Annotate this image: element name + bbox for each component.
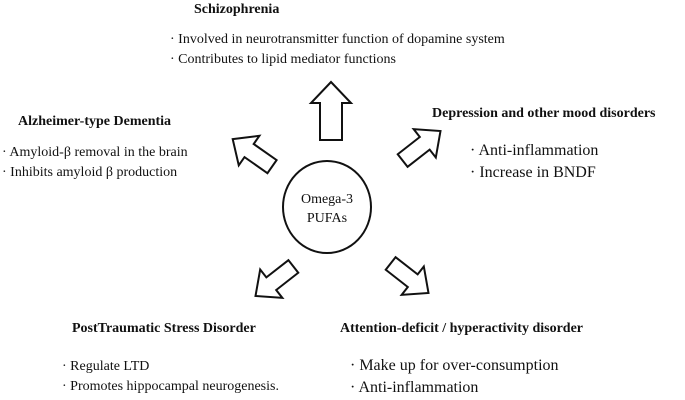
arrow-lower-left — [254, 258, 300, 300]
adhd-item: Make up for over-consumption — [350, 355, 558, 377]
ptsd-item: Regulate LTD — [62, 357, 279, 377]
adhd-item: Anti-inflammation — [350, 377, 559, 399]
adhd-items: Make up for over-consumption Anti-inflam… — [350, 355, 559, 399]
schizophrenia-item: Contributes to lipid mediator functions — [170, 50, 505, 70]
arrow-upper-left — [231, 134, 279, 175]
center-label-line1: Omega-3 — [300, 192, 354, 207]
depression-item: Anti-inflammation — [470, 140, 598, 162]
arrow-lower-right — [384, 255, 430, 297]
alzheimer-title: Alzheimer-type Dementia — [18, 114, 172, 129]
center-ellipse — [282, 160, 372, 254]
depression-title: Depression and other mood disorders — [432, 106, 656, 121]
schizophrenia-title: Schizophrenia — [194, 2, 280, 17]
schizophrenia-item: Involved in neurotransmitter function of… — [170, 30, 505, 50]
depression-item: Increase in BNDF — [470, 162, 598, 184]
ptsd-items: Regulate LTD Promotes hippocampal neurog… — [62, 357, 279, 397]
center-label-line2: PUFAs — [306, 211, 348, 226]
depression-items: Anti-inflammation Increase in BNDF — [470, 140, 598, 184]
ptsd-title: PostTraumatic Stress Disorder — [72, 321, 256, 336]
arrow-up — [308, 80, 354, 141]
alzheimer-item: Inhibits amyloid β production — [2, 163, 188, 183]
alzheimer-item: Amyloid-β removal in the brain — [2, 143, 187, 163]
schizophrenia-items: Involved in neurotransmitter function of… — [170, 30, 505, 70]
center-label: Omega-3 PUFAs — [282, 190, 372, 228]
ptsd-item: Promotes hippocampal neurogenesis. — [62, 377, 279, 397]
alzheimer-items: Amyloid-β removal in the brain Inhibits … — [2, 143, 188, 183]
adhd-title: Attention-deficit / hyperactivity disord… — [340, 321, 584, 336]
arrow-upper-right — [396, 127, 442, 169]
